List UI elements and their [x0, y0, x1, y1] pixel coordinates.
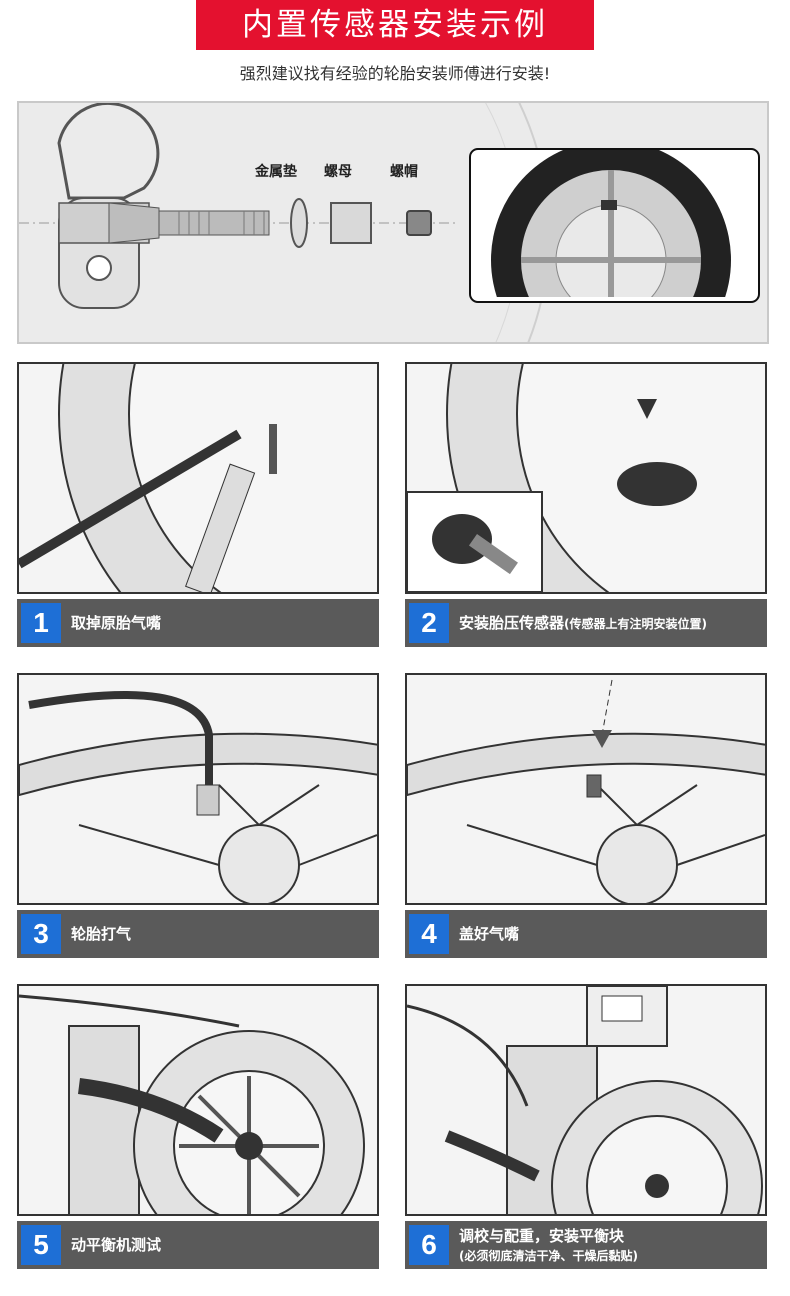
washer-label: 金属垫	[255, 164, 297, 180]
step-3-illustration	[17, 673, 379, 905]
sensor-parts-panel: 金属垫 螺母 螺帽	[17, 101, 769, 344]
step-panel-4: 4 盖好气嘴	[405, 673, 767, 958]
sensor-exploded-illustration	[19, 103, 550, 342]
step-1-caption: 1 取掉原胎气嘴	[17, 599, 379, 647]
wheel-closeup-inset	[469, 148, 760, 303]
page-subtitle: 强烈建议找有经验的轮胎安装师傅进行安装!	[239, 64, 551, 83]
step-3-number: 3	[21, 914, 61, 954]
step-3-caption: 3 轮胎打气	[17, 910, 379, 958]
step-1-number: 1	[21, 603, 61, 643]
step-panel-1: 1 取掉原胎气嘴	[17, 362, 379, 647]
step-panel-6: 6 调校与配重，安装平衡块 (必须彻底清洁干净、干燥后黏贴)	[405, 984, 767, 1269]
step-panel-5: 5 动平衡机测试	[17, 984, 379, 1269]
step-4-caption: 4 盖好气嘴	[405, 910, 767, 958]
step-2-label-main: 安装胎压传感器	[459, 614, 565, 632]
step-5-label: 动平衡机测试	[71, 1236, 162, 1254]
cap-label: 螺帽	[390, 164, 418, 180]
step-6-caption: 6 调校与配重，安装平衡块 (必须彻底清洁干净、干燥后黏贴)	[405, 1221, 767, 1269]
step-panel-2: 2 安装胎压传感器(传感器上有注明安装位置)	[405, 362, 767, 647]
step-2-note: (传感器上有注明安装位置)	[564, 617, 707, 631]
step-5-illustration	[17, 984, 379, 1216]
step-1-illustration	[17, 362, 379, 594]
step-5-number: 5	[21, 1225, 61, 1265]
nut-label: 螺母	[324, 164, 352, 180]
step-2-number: 2	[409, 603, 449, 643]
step-6-number: 6	[409, 1225, 449, 1265]
step-3-label: 轮胎打气	[71, 925, 132, 943]
step-2-caption: 2 安装胎压传感器(传感器上有注明安装位置)	[405, 599, 767, 647]
step-2-label: 安装胎压传感器(传感器上有注明安装位置)	[459, 599, 707, 647]
step-2-illustration	[405, 362, 767, 594]
step-6-label: 调校与配重，安装平衡块	[459, 1227, 625, 1245]
step-4-number: 4	[409, 914, 449, 954]
step-6-illustration	[405, 984, 767, 1216]
step-4-label: 盖好气嘴	[459, 925, 520, 943]
step-4-illustration	[405, 673, 767, 905]
step-panel-3: 3 轮胎打气	[17, 673, 379, 958]
step-6-note: (必须彻底清洁干净、干燥后黏贴)	[459, 1249, 638, 1263]
page-title: 内置传感器安装示例	[196, 0, 594, 50]
step-1-label: 取掉原胎气嘴	[71, 614, 162, 632]
step-5-caption: 5 动平衡机测试	[17, 1221, 379, 1269]
